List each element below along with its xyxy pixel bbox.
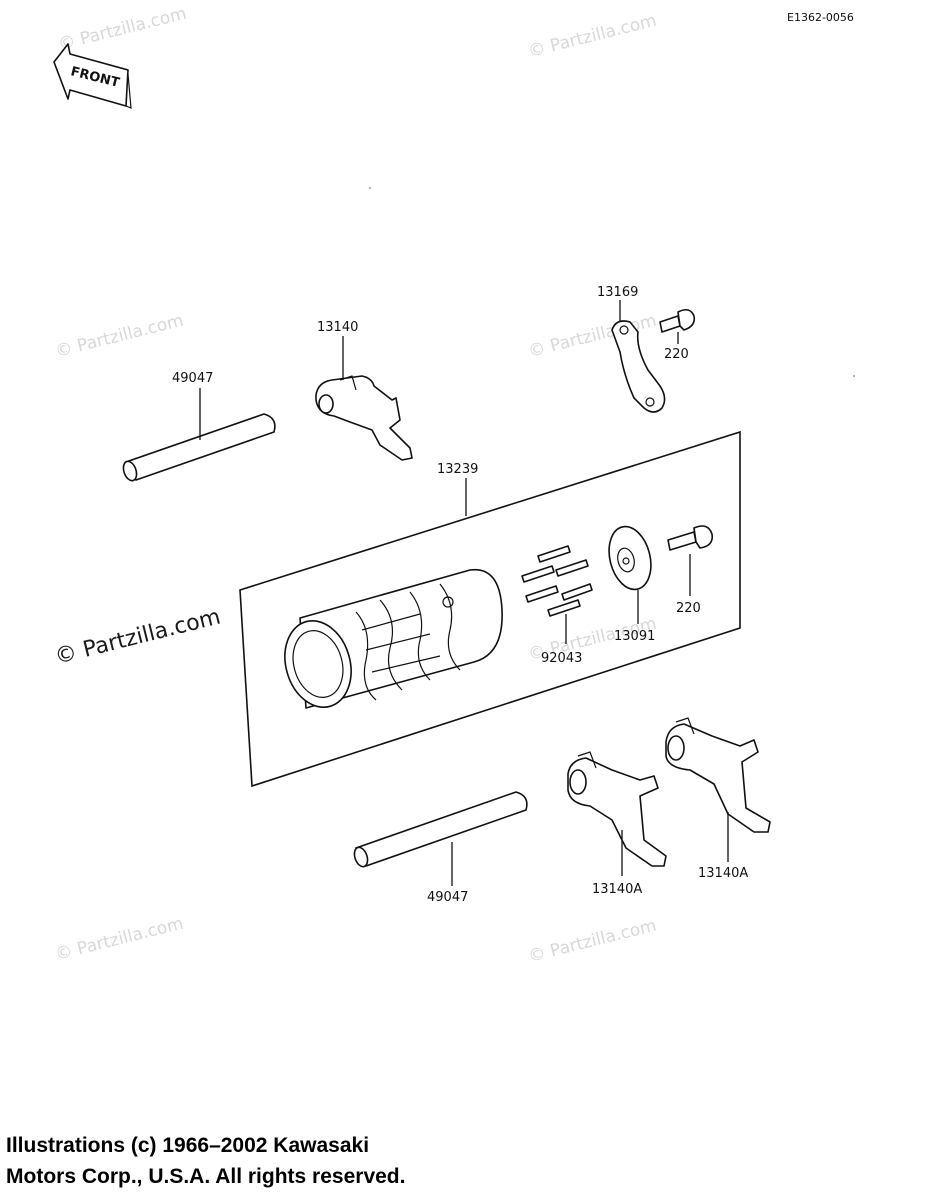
- watermark: © Partzilla.com: [526, 11, 658, 62]
- label-fork-upper: 13140: [317, 320, 358, 335]
- stopper-plate: 13169: [597, 285, 666, 413]
- shift-fork-upper: 13140: [315, 320, 413, 461]
- shaft-lower: 49047: [353, 791, 528, 905]
- label-fork-lower-right: 13140A: [698, 866, 748, 881]
- label-shaft-lower: 49047: [427, 890, 468, 905]
- bolt-upper: 220: [659, 308, 696, 362]
- pins: 92043: [521, 545, 593, 666]
- watermark: © Partzilla.com: [56, 4, 188, 55]
- drum-assembly-frame: 13239: [239, 430, 741, 788]
- watermarks: © Partzilla.com © Partzilla.com © Partzi…: [53, 4, 658, 967]
- shift-fork-lower-right: 13140A: [665, 717, 771, 881]
- shift-drum: [284, 568, 503, 709]
- cam: 13091: [608, 525, 655, 644]
- watermark: © Partzilla.com: [526, 916, 658, 967]
- label-plate: 13169: [597, 285, 638, 300]
- front-arrow-icon: FRONT: [53, 43, 132, 109]
- label-shaft-upper: 49047: [172, 371, 213, 386]
- label-bolt-upper: 220: [664, 347, 689, 362]
- watermark-large: © Partzilla.com: [52, 604, 223, 669]
- label-drum-assembly: 13239: [437, 462, 478, 477]
- label-pins: 92043: [541, 651, 582, 666]
- copyright-line-2: Motors Corp., U.S.A. All rights reserved…: [6, 1165, 406, 1188]
- watermark: © Partzilla.com: [53, 311, 185, 362]
- label-cam: 13091: [614, 629, 655, 644]
- copyright-line-1: Illustrations (c) 1966–2002 Kawasaki: [6, 1134, 370, 1157]
- shaft-upper: 49047: [122, 371, 276, 482]
- label-fork-lower-left: 13140A: [592, 882, 642, 897]
- shift-fork-lower-left: 13140A: [567, 751, 667, 897]
- watermark: © Partzilla.com: [53, 914, 185, 965]
- copyright-notice: Illustrations (c) 1966–2002 Kawasaki Mot…: [6, 1130, 606, 1192]
- bolt-drum: 220: [667, 525, 714, 616]
- diagram-code: E1362-0056: [787, 11, 854, 24]
- label-bolt-drum: 220: [676, 601, 701, 616]
